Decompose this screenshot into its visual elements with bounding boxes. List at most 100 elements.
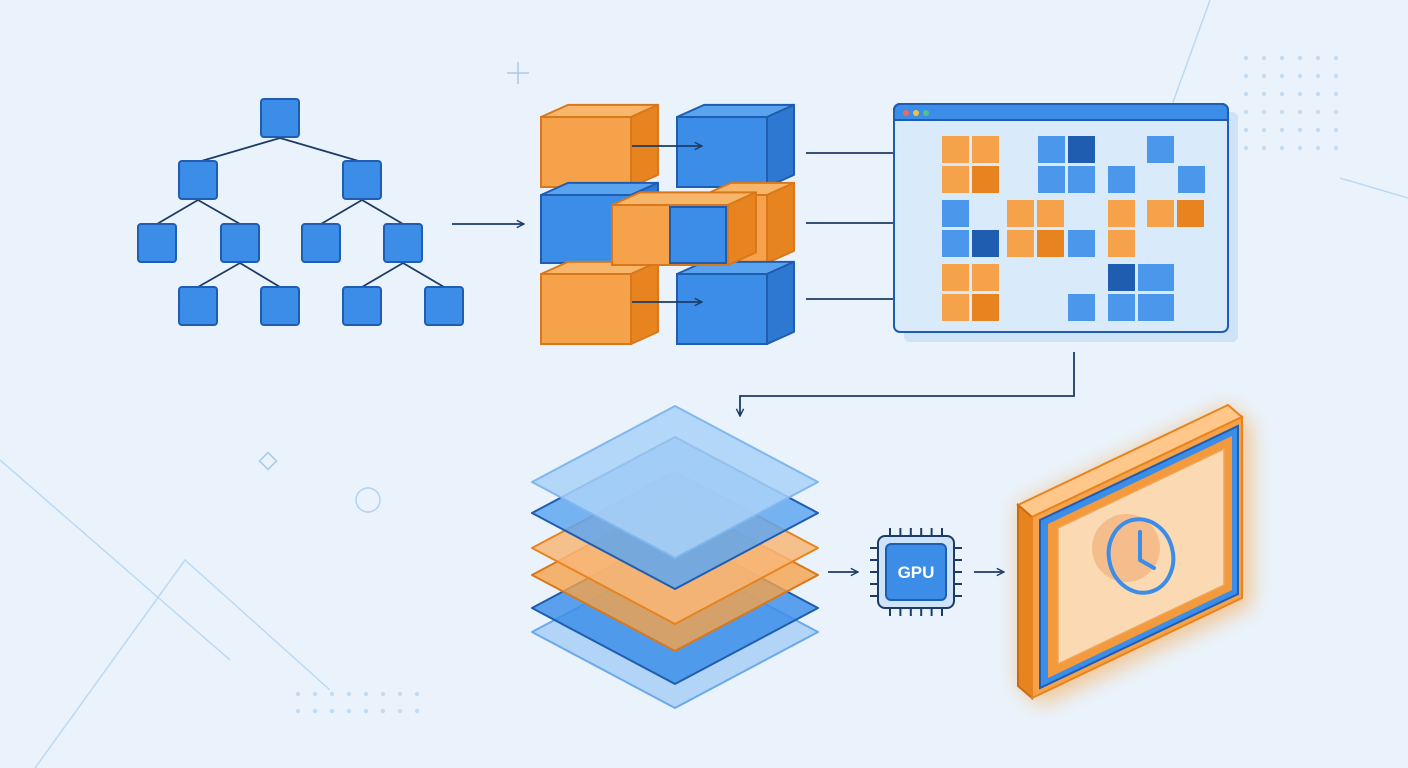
decor-dot	[1261, 127, 1267, 133]
decor-dot	[1261, 91, 1267, 97]
decor-dot	[1315, 145, 1321, 151]
browser-window-icon	[893, 103, 1238, 342]
cube-blue	[676, 260, 795, 345]
decor-dot	[1279, 127, 1285, 133]
decor-dot	[1333, 109, 1339, 115]
decor-dot	[1315, 91, 1321, 97]
decor-dot	[1315, 127, 1321, 133]
decor-dot	[1243, 127, 1249, 133]
cube-blue	[676, 103, 795, 188]
decor-dot	[363, 691, 369, 697]
clock-hands	[1138, 530, 1156, 570]
tile	[972, 294, 999, 321]
tile	[1037, 230, 1064, 257]
decor-dot	[295, 691, 301, 697]
clock-icon	[1106, 517, 1176, 595]
tile-grid	[942, 136, 1205, 321]
tree-node	[424, 286, 464, 326]
tile	[1147, 264, 1174, 291]
decor-dot	[1261, 55, 1267, 61]
decor-dot	[414, 708, 420, 714]
decor-dot	[1297, 73, 1303, 79]
arrow-grid-to-layers	[740, 352, 1075, 416]
cube-side	[766, 260, 795, 345]
decor-line	[1339, 177, 1408, 199]
decor-dot	[1333, 91, 1339, 97]
decor-dot	[1297, 145, 1303, 151]
tile	[942, 264, 969, 291]
decor-dot	[1243, 145, 1249, 151]
cube-front	[540, 116, 632, 188]
tree-node	[220, 223, 260, 263]
decor-dot	[1297, 91, 1303, 97]
tile	[942, 294, 969, 321]
window-dot	[903, 110, 909, 116]
tile	[1147, 200, 1174, 227]
decor-dot	[1243, 91, 1249, 97]
tile	[1068, 136, 1095, 163]
layer-light-blue	[531, 405, 819, 559]
display-side-edge	[1017, 502, 1033, 701]
decor-dot	[1333, 55, 1339, 61]
decor-dot	[329, 691, 335, 697]
cube-orange	[540, 260, 659, 345]
tile	[1037, 200, 1064, 227]
tree-node	[260, 98, 300, 138]
tile	[1147, 136, 1174, 163]
plus-icon	[507, 62, 529, 84]
tile	[1177, 200, 1204, 227]
cube-side	[766, 103, 795, 188]
decor-dot	[1261, 145, 1267, 151]
tile	[1007, 230, 1034, 257]
circle-icon	[355, 487, 381, 513]
tree-node	[260, 286, 300, 326]
decor-dot	[1279, 145, 1285, 151]
tile	[1108, 294, 1135, 321]
decor-dot	[312, 708, 318, 714]
tile	[972, 166, 999, 193]
decor-dot	[1243, 109, 1249, 115]
cube-front	[676, 273, 768, 345]
decor-dot	[1297, 109, 1303, 115]
tile	[1108, 230, 1135, 257]
decor-dot	[1261, 73, 1267, 79]
tile	[942, 136, 969, 163]
tile	[942, 200, 969, 227]
gpu-chip-icon: GPU	[870, 528, 962, 616]
decor-dot	[295, 708, 301, 714]
cube-inset-blue	[669, 206, 727, 264]
tile	[942, 230, 969, 257]
cube-side	[727, 191, 757, 266]
tile	[972, 136, 999, 163]
window-title-bar	[893, 103, 1229, 121]
decor-dot	[1297, 55, 1303, 61]
decor-triangle	[34, 558, 331, 768]
decor-dot	[329, 708, 335, 714]
tile	[1147, 294, 1174, 321]
tile	[972, 264, 999, 291]
tree-nodes	[137, 98, 464, 326]
decor-dot	[1279, 73, 1285, 79]
decor-dot	[1261, 109, 1267, 115]
tree-node	[301, 223, 341, 263]
dot-grid-top-right	[1243, 55, 1339, 151]
decor-dot	[312, 691, 318, 697]
tree-edges	[156, 137, 445, 288]
cube-front	[540, 273, 632, 345]
decor-dot	[397, 691, 403, 697]
decor-dot	[1243, 55, 1249, 61]
decor-dot	[1297, 127, 1303, 133]
cube-side	[766, 181, 795, 264]
decor-dot	[380, 708, 386, 714]
window-control-dots	[903, 110, 929, 116]
decor-dot	[1243, 73, 1249, 79]
diamond-icon	[258, 451, 278, 471]
decor-dot	[397, 708, 403, 714]
decor-dot	[1315, 109, 1321, 115]
tile	[1108, 200, 1135, 227]
window-dot	[913, 110, 919, 116]
decor-dot	[1279, 91, 1285, 97]
